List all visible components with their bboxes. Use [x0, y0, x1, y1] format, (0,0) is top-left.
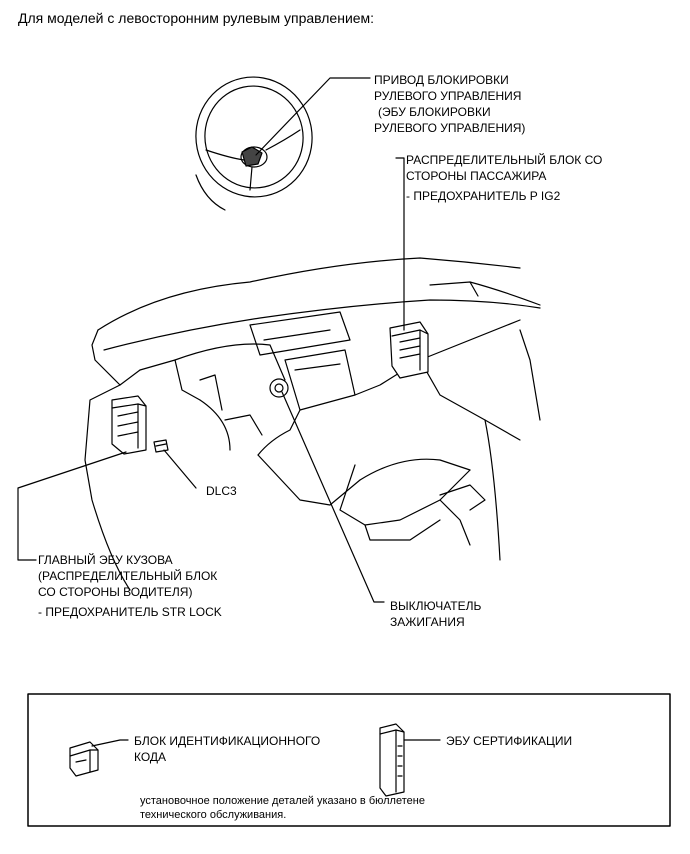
main-body-ecu: [111, 395, 147, 455]
dashboard-illustration: [84, 257, 541, 591]
id-code-box-label: БЛОК ИДЕНТИФИКАЦИОННОГО КОДА: [134, 734, 321, 764]
ignition-switch: [269, 378, 289, 398]
leader-lines: [17, 77, 405, 603]
steering-lock-label: ПРИВОД БЛОКИРОВКИ РУЛЕВОГО УПРАВЛЕНИЯ (Э…: [374, 73, 526, 135]
certification-ecu-label: ЭБУ СЕРТИФИКАЦИИ: [446, 734, 573, 748]
passenger-junction-block: [389, 321, 429, 379]
steering-lock-actuator: [241, 146, 263, 167]
ignition-switch-label: ВЫКЛЮЧАТЕЛЬ ЗАЖИГАНИЯ: [390, 599, 482, 629]
legend-box: [27, 693, 671, 827]
steering-wheel-illustration: [195, 76, 313, 211]
dlc3-label: DLC3: [206, 484, 237, 498]
dlc3-connector: [153, 439, 169, 453]
page-heading: Для моделей с левосторонним рулевым упра…: [18, 10, 375, 26]
main-body-ecu-label: ГЛАВНЫЙ ЭБУ КУЗОВА (РАСПРЕДЕЛИТЕЛЬНЫЙ БЛ…: [38, 553, 222, 619]
passenger-junction-block-label: РАСПРЕДЕЛИТЕЛЬНЫЙ БЛОК СО СТОРОНЫ ПАССАЖ…: [406, 153, 603, 203]
legend-note: установочное положение деталей указано в…: [140, 795, 425, 821]
